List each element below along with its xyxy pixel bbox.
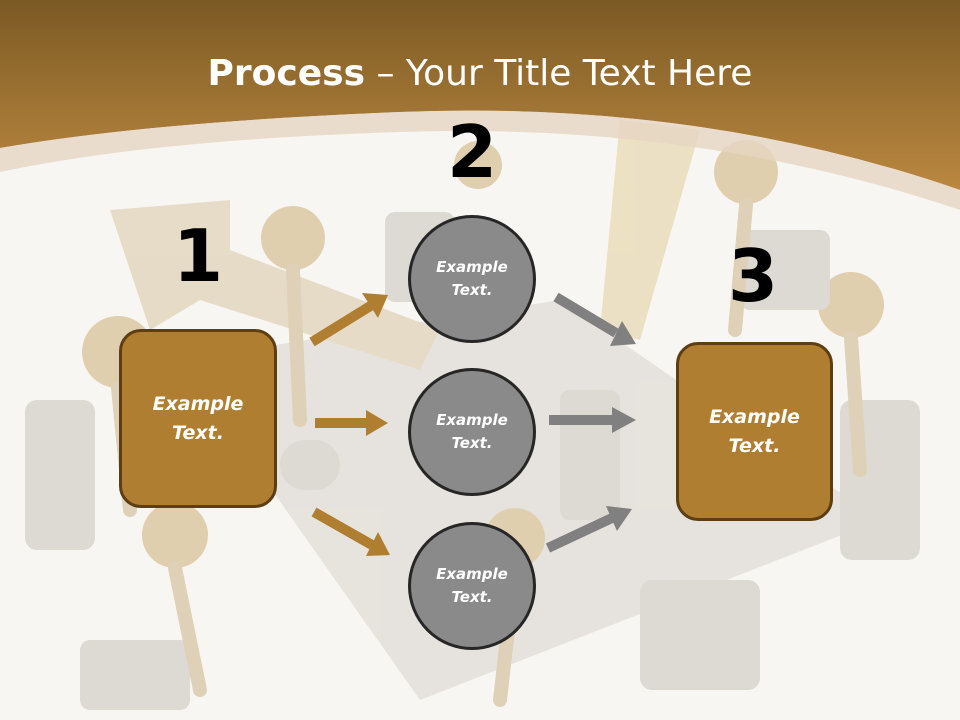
title-bold: Process	[207, 53, 366, 94]
arrow-2c-to-3	[545, 506, 632, 553]
step-number-1: 1	[172, 214, 224, 298]
middle-node-3: Example Text.	[408, 522, 536, 650]
step-number-2: 2	[446, 110, 498, 194]
middle-node-2-label: Example Text.	[436, 411, 508, 452]
step-1-box: Example Text.	[119, 329, 277, 508]
arrow-1-to-2b	[315, 410, 388, 436]
middle-node-2: Example Text.	[408, 368, 536, 496]
header-band	[0, 0, 960, 190]
header-swoosh	[0, 110, 960, 210]
step-3-label: Example Text.	[709, 405, 800, 457]
page-title: Process – Your Title Text Here	[0, 52, 960, 96]
middle-node-1: Example Text.	[408, 215, 536, 343]
step-number-3: 3	[727, 234, 779, 318]
middle-node-1-label: Example Text.	[436, 258, 508, 299]
step-1-label: Example Text.	[152, 392, 244, 444]
arrow-1-to-2a	[309, 293, 388, 347]
arrow-2a-to-3	[553, 292, 636, 346]
arrow-1-to-2c	[311, 507, 390, 556]
middle-node-3-label: Example Text.	[436, 565, 508, 606]
arrow-2b-to-3	[549, 407, 636, 433]
step-3-box: Example Text.	[676, 342, 833, 521]
title-rest: – Your Title Text Here	[365, 53, 753, 94]
